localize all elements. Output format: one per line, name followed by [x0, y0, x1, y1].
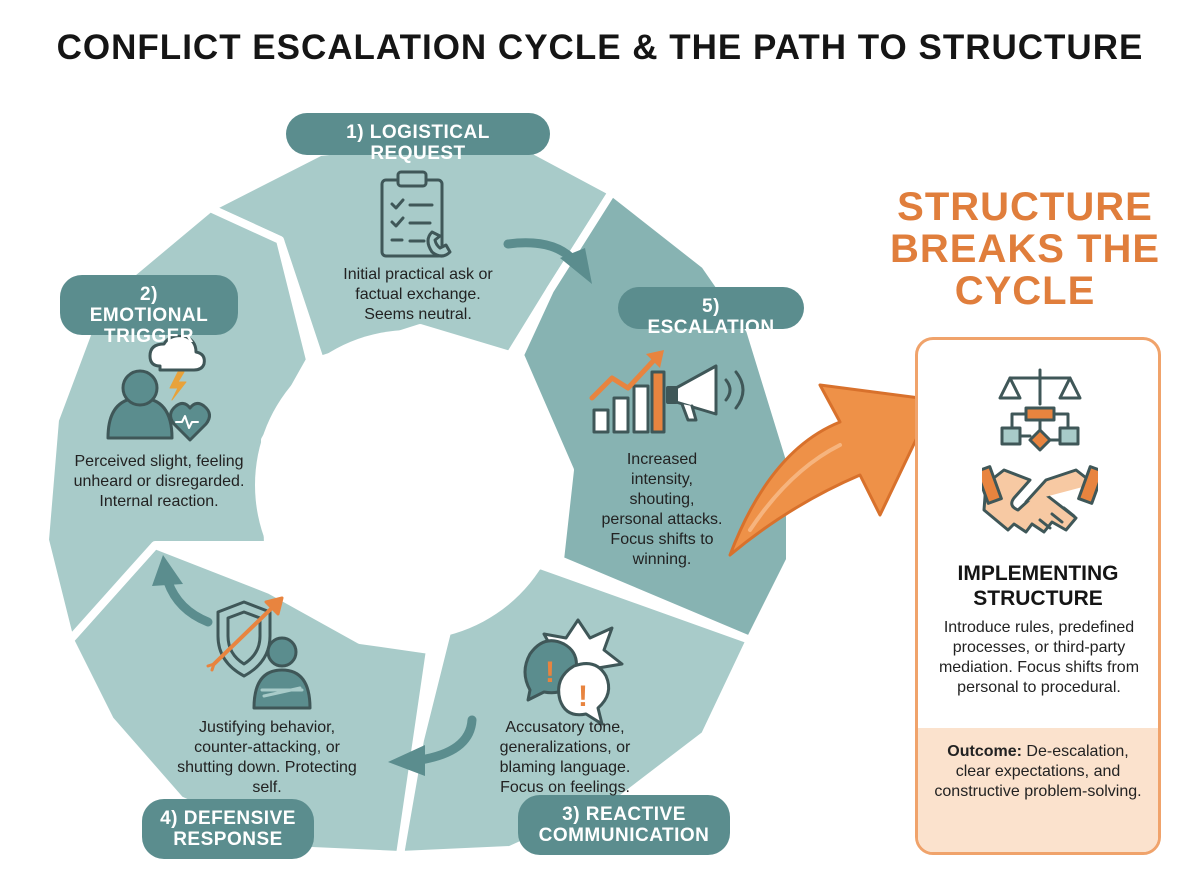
flow-arrow-4-to-2: [163, 577, 213, 627]
clipboard-checklist-phone-icon: [380, 170, 452, 258]
stage-desc-reactive-communication: Accusatory tone, generalizations, or bla…: [499, 719, 631, 796]
stage-desc-escalation: Increased intensity, shouting, personal …: [601, 451, 723, 568]
scales-handshake-illustration: [982, 368, 1098, 534]
scales-flowchart-icon: [998, 368, 1082, 452]
stage-label-escalation: 5) ESCALATION: [618, 287, 804, 338]
diagram-title: CONFLICT ESCALATION CYCLE & THE PATH TO …: [56, 28, 1144, 67]
stage-desc-emotional-trigger: Perceived slight, feeling unheard or dis…: [73, 453, 245, 510]
card-description: Introduce rules, predefined processes, o…: [938, 619, 1140, 696]
stage-label-emotional-trigger: 2) EMOTIONAL TRIGGER: [60, 275, 238, 347]
stage-label-logistical-request: 1) LOGISTICAL REQUEST: [286, 113, 550, 164]
stage-label-defensive-response: 4) DEFENSIVE RESPONSE: [142, 799, 314, 859]
stage-desc-defensive-response: Justifying behavior, counter-attacking, …: [177, 719, 357, 796]
rising-chart-megaphone-icon: [589, 350, 745, 434]
cycle-center: [255, 330, 565, 640]
card-outcome: Outcome: De-escalation, clear expectatio…: [918, 728, 1158, 852]
alert-speech-bubbles-icon: ! !: [523, 618, 624, 726]
breakout-arrow-icon: [728, 383, 937, 557]
stage-label-reactive-communication: 3) REACTIVE COMMUNICATION: [518, 795, 730, 855]
handshake-icon: [982, 465, 1098, 534]
svg-text:!: !: [578, 680, 588, 713]
card-heading: IMPLEMENTING STRUCTURE: [957, 562, 1119, 610]
outcome-label: Outcome:: [947, 743, 1022, 760]
shield-crossed-arms-icon: [206, 596, 312, 710]
implementing-structure-card: IMPLEMENTING STRUCTURE Introduce rules, …: [915, 337, 1161, 855]
flow-arrow-3-to-4: [415, 715, 477, 765]
outcome-text: De-escalation, clear expectations, and c…: [934, 743, 1142, 800]
stage-desc-logistical-request: Initial practical ask or factual exchang…: [343, 266, 493, 323]
structure-headline: STRUCTURE BREAKS THE CYCLE: [889, 185, 1161, 313]
person-storm-cloud-heart-icon: [106, 334, 211, 442]
svg-text:!: !: [545, 656, 555, 689]
